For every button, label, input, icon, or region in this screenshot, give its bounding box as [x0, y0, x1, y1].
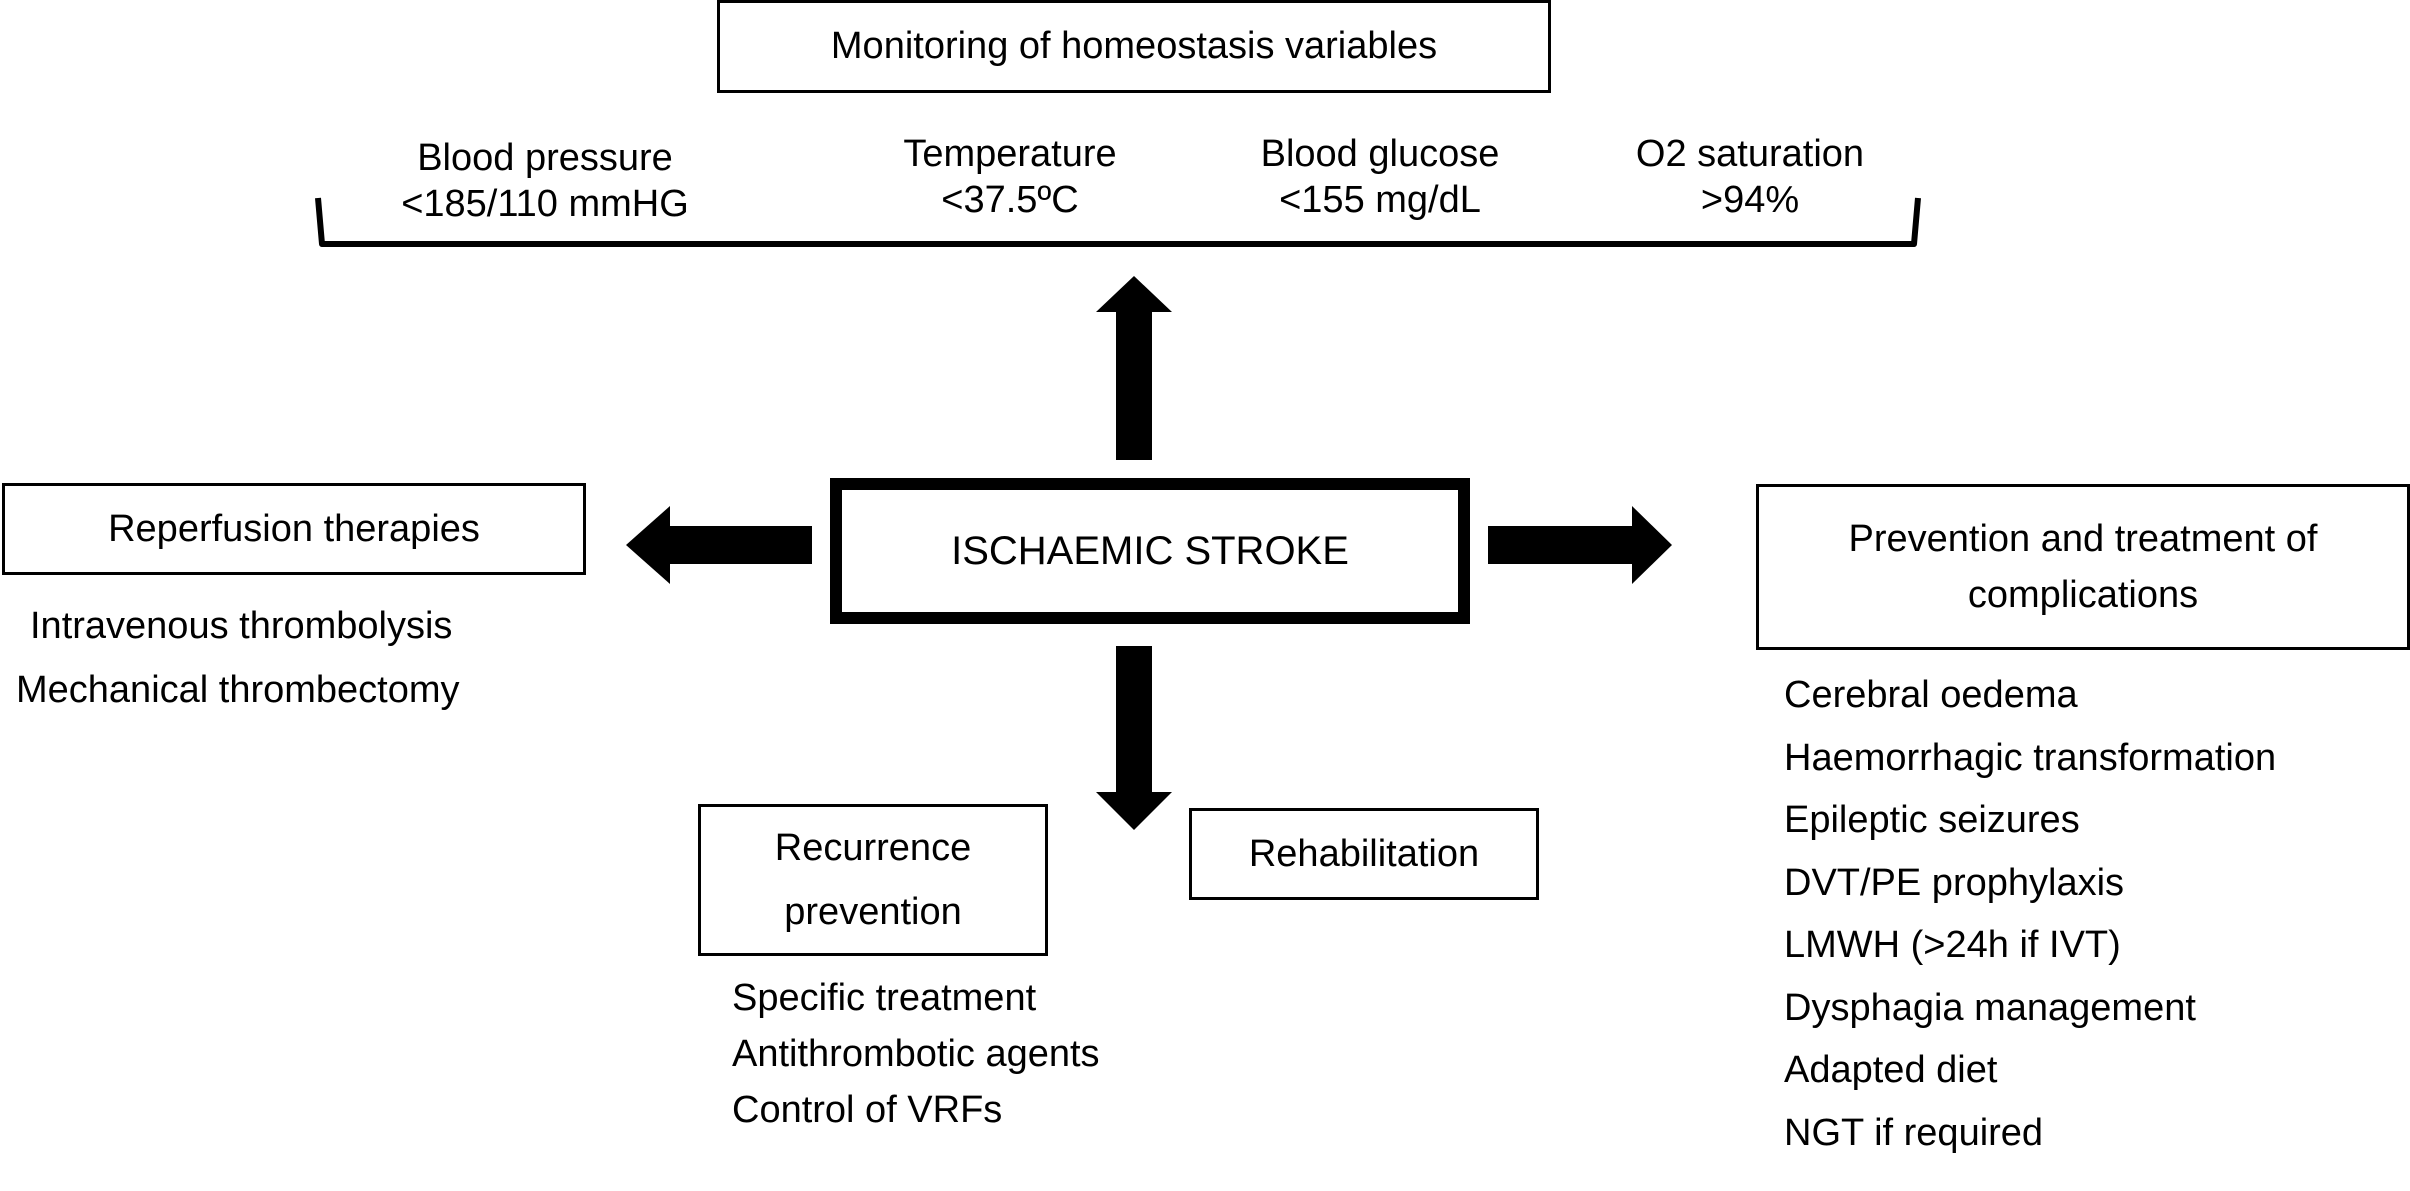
variable-temperature: Temperature <37.5ºC — [820, 132, 1200, 223]
list-item: NGT if required — [1784, 1111, 2044, 1154]
complications-list: Cerebral oedema Haemorrhagic transformat… — [1784, 664, 2276, 1164]
variable-name: Blood pressure — [417, 137, 673, 179]
recurrence-box: Recurrence prevention — [698, 804, 1048, 956]
list-item: DVT/PE prophylaxis — [1784, 861, 2125, 904]
rehabilitation-title: Rehabilitation — [1248, 832, 1480, 875]
arrow-right — [1488, 506, 1672, 584]
complications-box: Prevention and treatment of complication… — [1756, 484, 2410, 650]
variable-blood-glucose: Blood glucose <155 mg/dL — [1200, 132, 1560, 223]
variable-o2-saturation: O2 saturation >94% — [1580, 132, 1920, 223]
list-item: LMWH (>24h if IVT) — [1784, 924, 2121, 966]
center-box: ISCHAEMIC STROKE — [830, 478, 1470, 624]
list-item: Dysphagia management — [1784, 986, 2196, 1029]
arrow-down — [1096, 646, 1172, 830]
list-item: Specific treatment — [732, 977, 1037, 1019]
list-item: Epileptic seizures — [1784, 799, 2080, 841]
recurrence-title-line2: prevention — [784, 891, 962, 933]
list-item: Cerebral oedema — [1784, 674, 2078, 716]
reperfusion-title: Reperfusion therapies — [108, 507, 480, 550]
monitoring-bracket — [315, 197, 1921, 247]
list-item: Mechanical thrombectomy — [16, 669, 460, 711]
variable-blood-pressure: Blood pressure <185/110 mmHG — [340, 136, 750, 227]
center-label: ISCHAEMIC STROKE — [951, 528, 1349, 573]
variable-target: >94% — [1700, 178, 1800, 221]
variable-name: Blood glucose — [1260, 133, 1500, 175]
complications-title-line1: Prevention and treatment of — [1848, 518, 2318, 560]
complications-title-line2: complications — [1967, 574, 2199, 616]
reperfusion-box: Reperfusion therapies — [2, 483, 586, 575]
list-item: Haemorrhagic transformation — [1784, 736, 2277, 779]
list-item: Antithrombotic agents — [732, 1033, 1100, 1075]
monitoring-box: Monitoring of homeostasis variables — [717, 0, 1551, 93]
variable-target: <185/110 mmHG — [401, 182, 689, 225]
list-item: Adapted diet — [1784, 1049, 1998, 1091]
arrow-left — [626, 506, 812, 584]
list-item: Intravenous thrombolysis — [30, 605, 453, 647]
monitoring-title: Monitoring of homeostasis variables — [830, 24, 1438, 67]
rehabilitation-box: Rehabilitation — [1189, 808, 1539, 900]
variable-name: O2 saturation — [1635, 133, 1865, 175]
variable-target: <155 mg/dL — [1279, 178, 1481, 221]
recurrence-list: Specific treatment Antithrombotic agents… — [732, 970, 1100, 1138]
list-item: Control of VRFs — [732, 1089, 1003, 1131]
variable-target: <37.5ºC — [941, 178, 1079, 221]
recurrence-title-line1: Recurrence — [774, 827, 972, 869]
reperfusion-list: Intravenous thrombolysis Mechanical thro… — [16, 594, 460, 722]
arrow-up — [1096, 276, 1172, 460]
variable-name: Temperature — [903, 133, 1117, 175]
